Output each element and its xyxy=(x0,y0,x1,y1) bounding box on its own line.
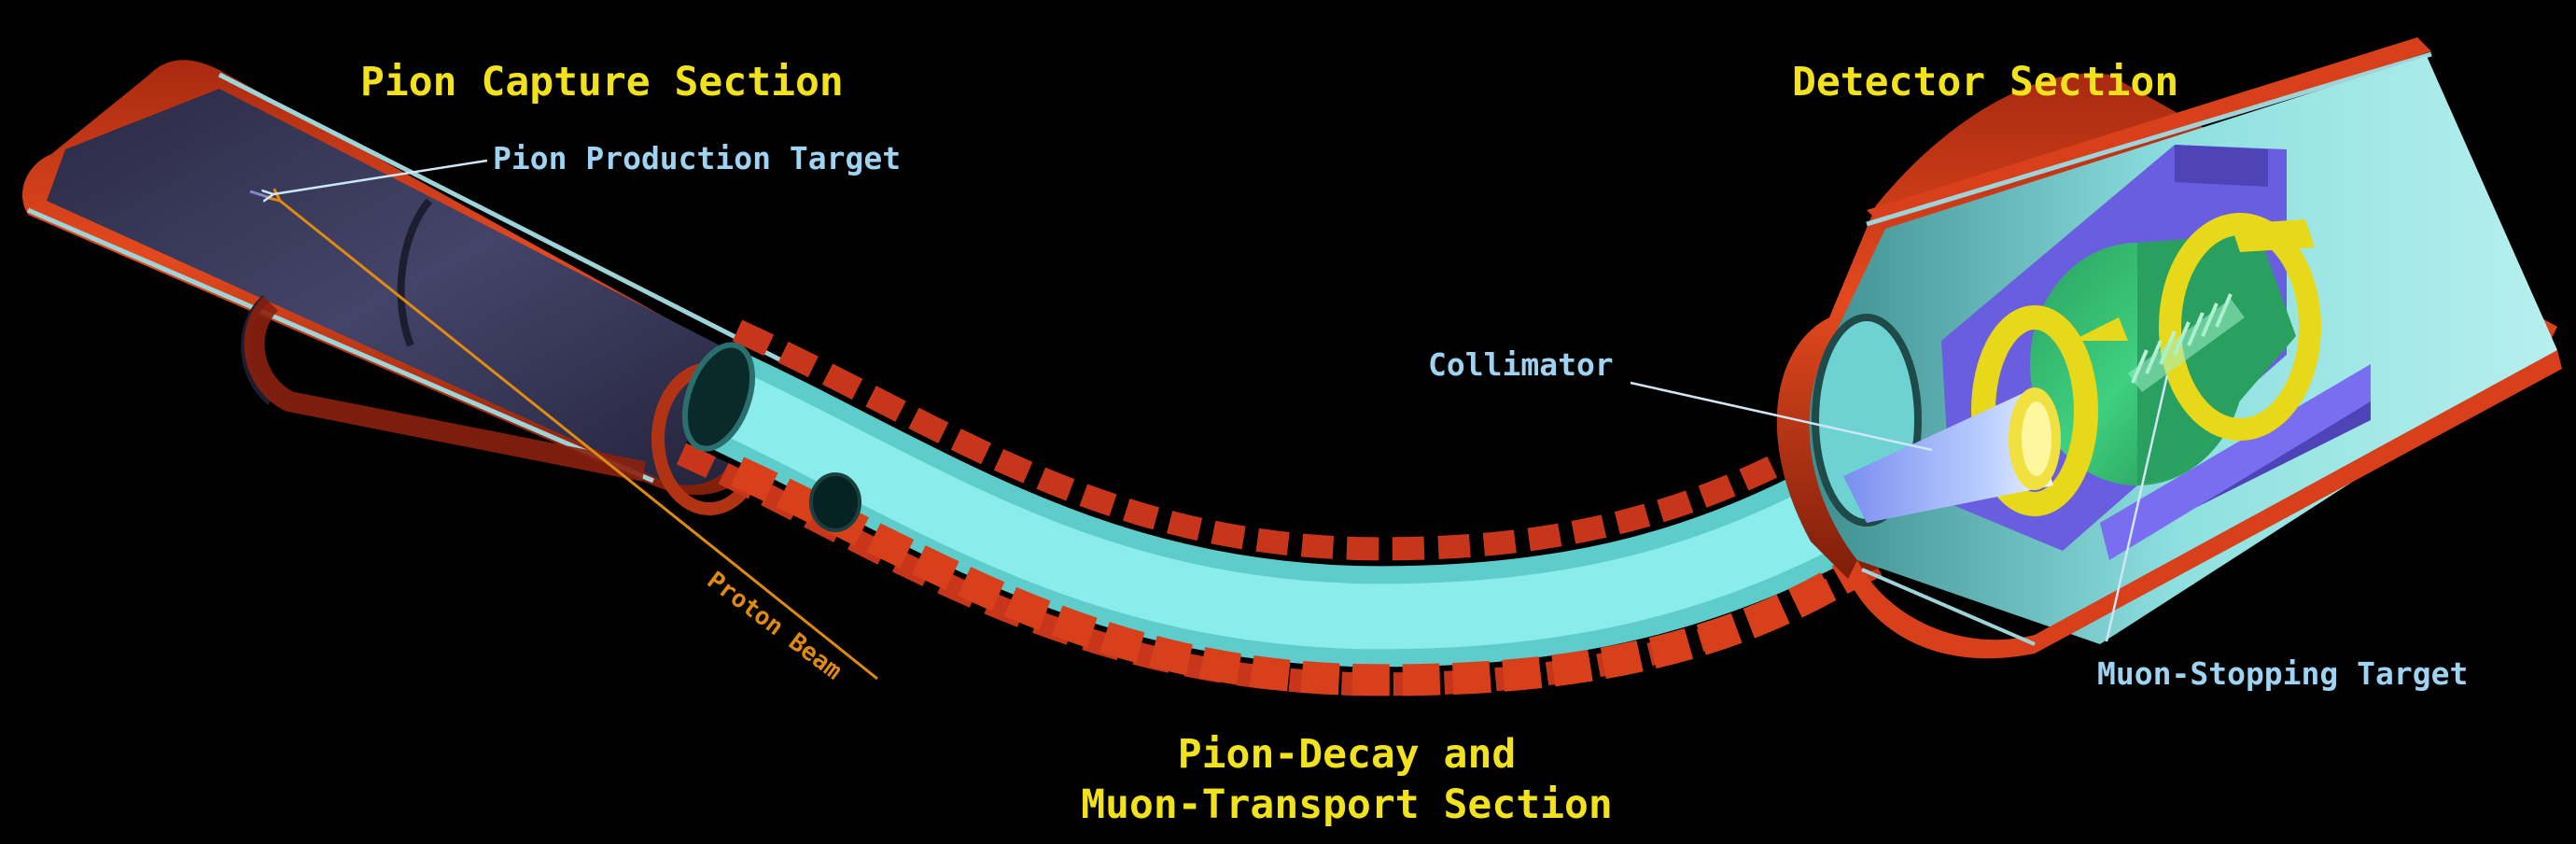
pion-target-leader xyxy=(273,159,488,194)
pion-capture-solenoid xyxy=(22,60,791,515)
muon-stopping-target xyxy=(2128,293,2245,392)
detector-section-label: Detector Section xyxy=(1792,59,2178,106)
collimator xyxy=(1843,387,2061,523)
transport-solenoid xyxy=(676,319,1886,696)
pion-capture-section-label: Pion Capture Section xyxy=(360,59,844,106)
collimator-label: Collimator xyxy=(1428,346,1614,383)
muon-stopping-target-label: Muon-Stopping Target xyxy=(2097,655,2468,692)
stopping-target-leader xyxy=(2105,374,2169,642)
proton-beam-label: Proton Beam xyxy=(702,567,847,686)
transport-section-label-line2: Muon-Transport Section xyxy=(1081,781,1613,828)
transport-section-label-line1: Pion-Decay and xyxy=(1178,731,1516,778)
collimator-leader xyxy=(1630,381,1933,452)
pion-production-target-label: Pion Production Target xyxy=(493,140,901,176)
callout-leaders xyxy=(273,159,2169,642)
